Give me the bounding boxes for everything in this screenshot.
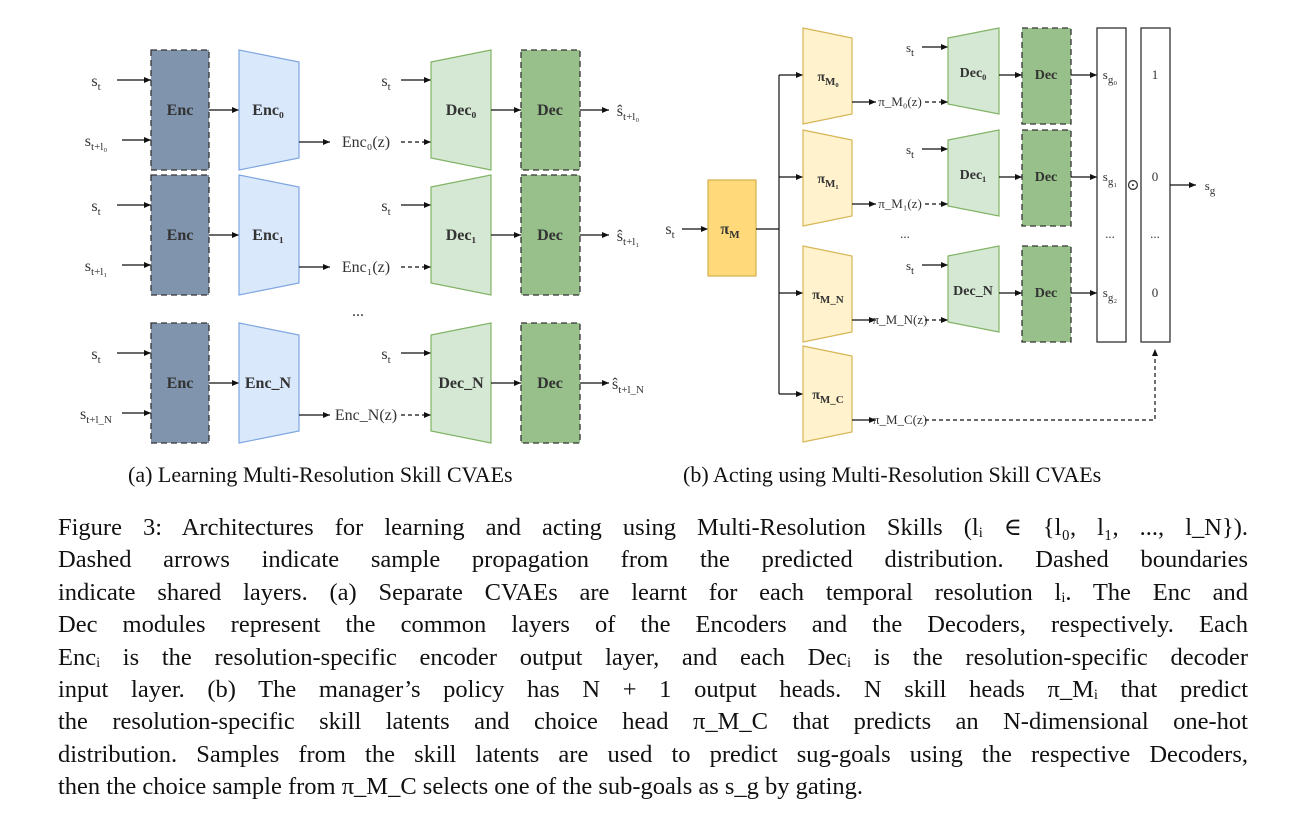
caption-line: indicate shared layers. (a) Separate CVA… — [58, 578, 1248, 606]
gate-value: 1 — [1152, 67, 1159, 82]
decoder-specific-label: Dec_N — [953, 284, 993, 299]
skill-head-label: πM_N — [812, 288, 844, 306]
shared-encoder-block — [150, 49, 210, 171]
decoder-specific-block — [947, 129, 1000, 217]
subgoal-label: sg₂ — [1103, 285, 1118, 304]
output-goal-label: sg — [1205, 178, 1216, 197]
caption-line: Dec modules represent the common layers … — [58, 611, 1248, 639]
skill-latent-label: π_M₀(z) — [878, 94, 922, 109]
branch-line — [756, 75, 780, 394]
shared-decoder-block — [1021, 245, 1072, 343]
state-input-label: st — [91, 73, 100, 93]
gate-value: 0 — [1152, 169, 1159, 184]
shared-decoder-block — [1021, 27, 1072, 125]
encoder-label: Enc — [167, 227, 194, 244]
future-state-label: st+l₀ — [85, 133, 108, 153]
future-state-label: st+l₁ — [85, 258, 108, 278]
subgoal-label: sg₀ — [1103, 67, 1118, 86]
subgoal-vector — [1096, 27, 1127, 343]
shared-encoder-block — [150, 322, 210, 444]
subcaption-b: (b) Acting using Multi-Resolution Skill … — [683, 462, 1102, 487]
caption-line: the resolution-specific skill latents an… — [58, 708, 1248, 736]
skill-latent-label: π_M_N(z) — [873, 312, 928, 327]
choice-latent-label: π_M_C(z) — [873, 412, 927, 427]
latent-label: Enc₁(z) — [342, 259, 390, 276]
decoder-state-label: st — [381, 346, 390, 366]
decoder-state-label: st — [906, 258, 914, 277]
skill-head-block — [802, 245, 853, 343]
decoder-specific-block — [947, 245, 1000, 333]
decoder-specific-block — [947, 27, 1000, 115]
shared-decoder-block — [520, 174, 581, 296]
caption-line: Encᵢ is the resolution-specific encoder … — [58, 643, 1248, 671]
decoder-specific-block — [430, 322, 492, 444]
future-state-label: st+l_N — [80, 406, 112, 426]
decoder-specific-block — [430, 174, 492, 296]
manager-block — [707, 179, 757, 277]
skill-head-block — [802, 27, 853, 125]
decoder-specific-label: Dec₁ — [446, 227, 477, 244]
subcaption-a: (a) Learning Multi-Resolution Skill CVAE… — [128, 462, 513, 487]
ellipsis-rows: ... — [352, 303, 364, 320]
decoder-label: Dec — [537, 102, 563, 119]
encoder-specific-block — [238, 174, 300, 296]
decoder-specific-block — [430, 49, 492, 171]
reconstruction-label: ŝt+l_N — [612, 376, 644, 396]
manager-label: πM — [720, 221, 740, 241]
caption-line: input layer. (b) The manager’s policy ha… — [58, 676, 1248, 704]
skill-latent-label: π_M₁(z) — [878, 196, 922, 211]
skill-head-block — [802, 129, 853, 227]
manager-input-label: st — [665, 221, 674, 241]
decoder-state-label: st — [381, 198, 390, 218]
latent-label: Enc_N(z) — [335, 407, 397, 424]
decoder-specific-label: Dec₀ — [960, 66, 987, 81]
ellipsis-gates: ... — [1150, 226, 1160, 241]
encoder-label: Enc — [167, 375, 194, 392]
encoder-specific-label: Enc₀ — [252, 102, 284, 119]
encoder-label: Enc — [167, 102, 194, 119]
ellipsis-heads: ... — [900, 226, 910, 241]
skill-head-label: πM₀ — [817, 70, 839, 88]
decoder-state-label: st — [906, 142, 914, 161]
choice-dashed-arrow — [925, 349, 1158, 421]
decoder-label: Dec — [1035, 68, 1058, 83]
encoder-specific-block — [238, 49, 300, 171]
subgoal-label: sg₁ — [1103, 169, 1118, 188]
decoder-label: Dec — [537, 375, 563, 392]
shared-decoder-block — [1021, 129, 1072, 227]
decoder-specific-label: Dec_N — [438, 375, 484, 392]
choice-head-block — [802, 345, 853, 443]
shared-decoder-block — [520, 322, 581, 444]
decoder-label: Dec — [1035, 170, 1058, 185]
skill-head-label: πM₁ — [817, 172, 838, 190]
gating-operator: ⊙ — [1126, 177, 1139, 194]
shared-decoder-block — [520, 49, 581, 171]
decoder-label: Dec — [1035, 286, 1058, 301]
state-input-label: st — [91, 346, 100, 366]
gate-value: 0 — [1152, 285, 1159, 300]
caption-line: distribution. Samples from the skill lat… — [58, 740, 1248, 768]
state-input-label: st — [91, 198, 100, 218]
encoder-specific-block — [238, 322, 300, 444]
caption-line: then the choice sample from π_M_C select… — [58, 773, 864, 801]
figure-caption: Figure 3: Architectures for learning and… — [58, 512, 1248, 804]
caption-line: Dashed arrows indicate sample propagatio… — [58, 546, 1248, 574]
caption-line: Figure 3: Architectures for learning and… — [58, 514, 1248, 541]
choice-head-label: πM_C — [812, 388, 844, 406]
decoder-state-label: st — [381, 73, 390, 93]
encoder-specific-label: Enc₁ — [252, 227, 284, 244]
reconstruction-label: ŝt+l₁ — [617, 228, 640, 248]
ellipsis-goals: ... — [1105, 226, 1115, 241]
decoder-label: Dec — [537, 227, 563, 244]
latent-label: Enc₀(z) — [342, 134, 390, 151]
encoder-specific-label: Enc_N — [245, 375, 292, 392]
decoder-specific-label: Dec₀ — [446, 102, 477, 119]
decoder-specific-label: Dec₁ — [960, 168, 987, 183]
shared-encoder-block — [150, 174, 210, 296]
decoder-state-label: st — [906, 40, 914, 59]
reconstruction-label: ŝt+l₀ — [617, 103, 640, 123]
